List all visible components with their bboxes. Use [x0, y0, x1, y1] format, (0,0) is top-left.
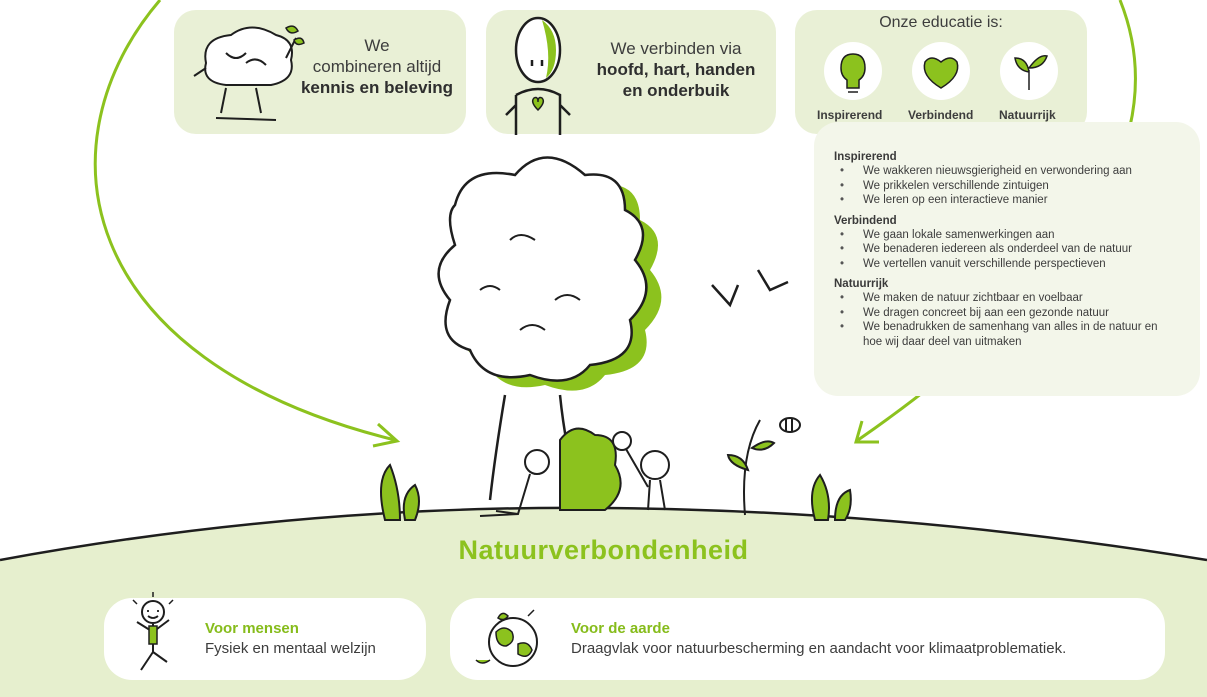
detail-bullet: We dragen concreet bij aan een gezonde n…: [834, 306, 1204, 321]
combine-line2: combineren altijd: [312, 57, 442, 76]
detail-heading-natuurrijk: Natuurrijk: [834, 278, 889, 290]
edu-label-natuurrijk: Natuurrijk: [999, 108, 1056, 122]
plant-right-icon: [810, 473, 852, 521]
detail-list-inspirerend: We wakkeren nieuwsgierigheid en verwonde…: [834, 164, 1204, 208]
details-panel: Inspirerend We wakkeren nieuwsgierigheid…: [814, 122, 1200, 396]
earth-subtitle: Draagvlak voor natuurbescherming en aand…: [571, 640, 1067, 657]
edu-label-inspirerend: Inspirerend: [817, 108, 883, 122]
left-arrow: [93, 0, 396, 442]
detail-bullet: We prikkelen verschillende zintuigen: [834, 179, 1204, 194]
detail-bullet: We benaderen iedereen als onderdeel van …: [834, 242, 1204, 257]
edu-label-verbindend: Verbindend: [908, 108, 974, 122]
flower-stem-icon: [726, 419, 776, 516]
bee-icon: [779, 417, 801, 433]
earth-title: Voor de aarde: [571, 620, 670, 637]
happy-person-icon: [132, 592, 174, 671]
detail-list-verbindend: We gaan lokale samenwerkingen aan We ben…: [834, 228, 1204, 272]
main-title: Natuurverbondenheid: [458, 535, 749, 565]
detail-bullet: We benadrukken de samenhang van alles in…: [834, 320, 1163, 349]
person-heart-icon: [505, 16, 571, 135]
connect-line3: en onderbuik: [622, 81, 730, 100]
heart-handshake-icon: [912, 42, 970, 100]
earth-icon: [475, 609, 538, 667]
detail-heading-verbindend: Verbindend: [834, 214, 897, 227]
detail-bullet: We wakkeren nieuwsgierigheid en verwonde…: [834, 164, 1204, 179]
lightbulb-icon: [824, 42, 882, 100]
sprout-icon: [1000, 42, 1058, 100]
detail-bullet: We maken de natuur zichtbaar en voelbaar: [834, 291, 1204, 306]
birds-icon: [711, 269, 789, 308]
card-people: Voor mensen Fysiek en mentaal welzijn: [104, 592, 426, 680]
combine-line1: We: [364, 36, 390, 55]
connect-line2: hoofd, hart, handen: [596, 60, 756, 79]
brain-icon: [193, 25, 305, 121]
plant-left-icon: [380, 463, 420, 521]
card-earth: Voor de aarde Draagvlak voor natuurbesch…: [450, 598, 1165, 680]
connect-line1: We verbinden via: [610, 39, 742, 58]
people-subtitle: Fysiek en mentaal welzijn: [205, 640, 376, 657]
people-title: Voor mensen: [205, 620, 299, 637]
card-connect: We verbinden via hoofd, hart, handen en …: [486, 10, 776, 135]
detail-heading-inspirerend: Inspirerend: [834, 151, 897, 163]
reading-person-icon: [479, 449, 550, 517]
detail-list-natuurrijk: We maken de natuur zichtbaar en voelbaar…: [834, 291, 1204, 349]
education-title: Onze educatie is:: [879, 14, 1003, 31]
card-combine: We combineren altijd kennis en beleving: [174, 10, 466, 134]
card-education: Onze educatie is: Inspirerend Verbindend…: [795, 10, 1087, 134]
detail-bullet: We leren op een interactieve manier: [834, 193, 1204, 208]
child-magnifier-icon: [612, 431, 670, 511]
bush-icon: [559, 427, 622, 511]
detail-bullet: We gaan lokale samenwerkingen aan: [834, 228, 1204, 243]
combine-line3: kennis en beleving: [300, 78, 454, 97]
detail-bullet: We vertellen vanuit verschillende perspe…: [834, 257, 1204, 272]
